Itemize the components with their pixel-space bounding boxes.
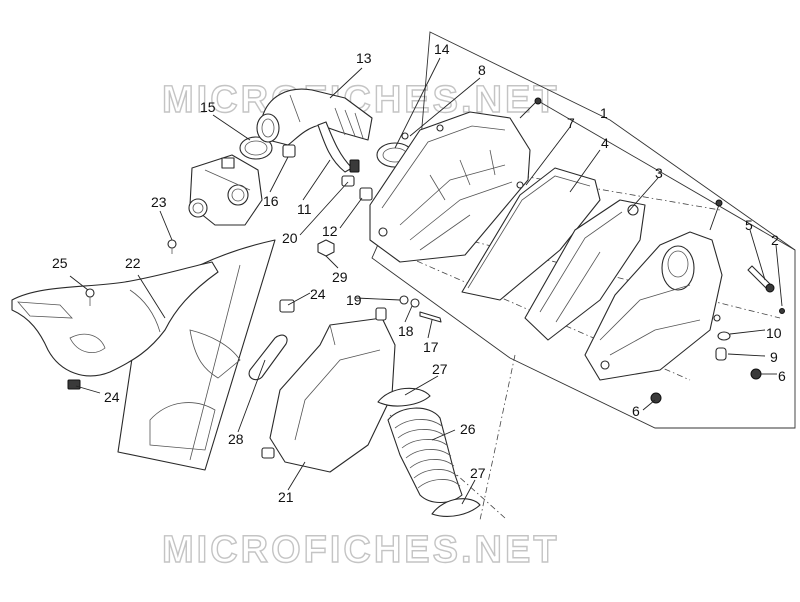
fitting-20	[341, 175, 355, 187]
callout-24-frame: 24	[310, 286, 326, 302]
callout-labels: 13 14 8 15 1 7 4 3 16 11 23 12 20 5 2 25…	[52, 41, 786, 505]
intake-duct	[11, 261, 219, 377]
screw-5	[747, 265, 775, 293]
callout-13: 13	[356, 50, 372, 66]
callout-20: 20	[282, 230, 298, 246]
washer-19	[399, 295, 409, 305]
clamp-ring-15	[239, 136, 273, 160]
nut-8	[401, 132, 409, 140]
callout-23: 23	[151, 194, 167, 210]
callout-8: 8	[478, 62, 486, 78]
washer-18	[410, 298, 420, 308]
screw-25	[85, 288, 95, 306]
callout-6-right: 6	[778, 368, 786, 384]
callout-5: 5	[745, 217, 753, 233]
callout-29: 29	[332, 269, 348, 285]
callout-6-bottom: 6	[632, 403, 640, 419]
clip-16	[282, 144, 296, 158]
callout-12: 12	[322, 223, 338, 239]
clip-near-12	[349, 159, 360, 173]
callout-16: 16	[263, 193, 279, 209]
airbox-cover	[584, 231, 723, 381]
screw-6-bottom	[650, 392, 662, 404]
callout-15: 15	[200, 99, 216, 115]
callout-27-lower: 27	[470, 465, 486, 481]
callout-27-upper: 27	[432, 361, 448, 377]
airbox-housing	[369, 111, 531, 263]
reference-dot-1	[534, 97, 542, 105]
alignment-line-3	[379, 244, 691, 381]
callout-21: 21	[278, 489, 294, 505]
callout-25: 25	[52, 255, 68, 271]
nut-29	[317, 239, 335, 257]
leader-lines	[69, 57, 783, 505]
callout-18: 18	[398, 323, 414, 339]
fitting-12	[359, 187, 373, 201]
callout-4: 4	[601, 135, 609, 151]
bellows-hose	[387, 407, 463, 504]
callout-28: 28	[228, 431, 244, 447]
gasket	[461, 167, 601, 301]
callout-19: 19	[346, 292, 362, 308]
callout-17: 17	[423, 339, 439, 355]
callout-14: 14	[434, 41, 450, 57]
band-clamp-27-lower	[431, 498, 481, 517]
band-clamp-27-upper	[377, 387, 431, 407]
reference-dot-cover	[715, 199, 723, 207]
clip-24-frame	[279, 299, 295, 313]
seal-strip	[248, 334, 288, 381]
callout-11: 11	[297, 201, 312, 217]
air-filter	[524, 199, 646, 341]
callout-2: 2	[771, 232, 779, 248]
alignment-line-2	[429, 159, 721, 211]
callout-24-duct: 24	[104, 389, 120, 405]
intake-hose	[256, 88, 373, 146]
bolt-17	[419, 311, 442, 323]
callout-10: 10	[766, 325, 782, 341]
alignment-line-4	[479, 354, 516, 521]
assembly-frame-inner	[539, 101, 796, 251]
callout-1: 1	[600, 105, 608, 121]
sleeve-9	[715, 347, 727, 361]
screw-23	[167, 239, 177, 254]
lower-shroud	[261, 307, 396, 473]
clamp-10	[717, 331, 731, 341]
callout-3: 3	[655, 165, 663, 181]
screw-2	[779, 308, 785, 314]
callout-9: 9	[770, 349, 778, 365]
callout-7: 7	[567, 115, 575, 131]
throttle-body	[188, 154, 263, 226]
clip-24-duct	[67, 379, 81, 390]
screw-6-right	[750, 368, 762, 380]
callout-26: 26	[460, 421, 476, 437]
callout-22: 22	[125, 255, 141, 271]
watermark-bottom: MICROFICHES.NET	[162, 529, 560, 571]
